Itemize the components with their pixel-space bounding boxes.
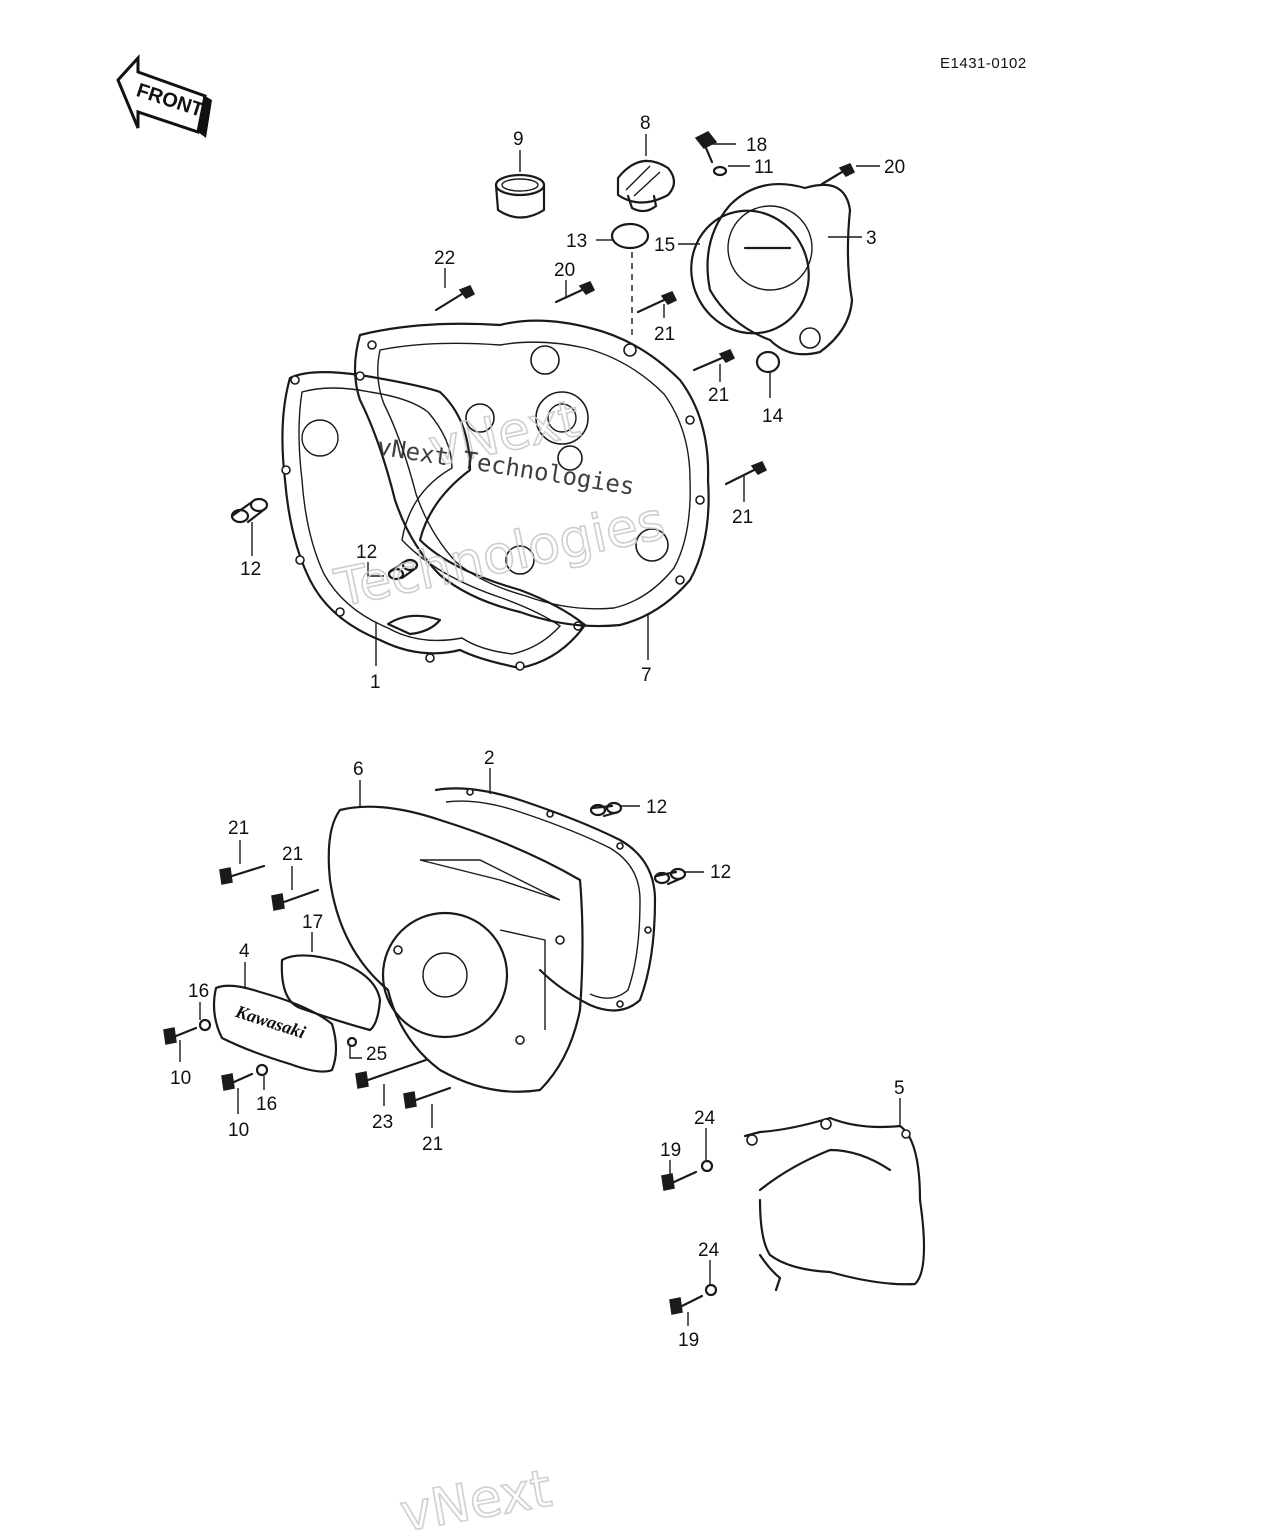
part-13-o-ring [610, 222, 650, 250]
callout-21: 21 [282, 844, 303, 865]
callout-18: 18 [746, 135, 767, 156]
callout-labels: 9 8 18 11 20 3 13 15 22 20 21 21 14 21 1… [170, 113, 905, 1351]
callout-20: 20 [554, 260, 575, 281]
callout-7: 7 [641, 665, 652, 686]
callout-21: 21 [732, 507, 753, 528]
part-12-dowel-a [230, 497, 269, 524]
callout-24: 24 [698, 1240, 720, 1261]
watermark-line2: Technologies [330, 491, 670, 619]
callout-15: 15 [654, 235, 675, 256]
callout-8: 8 [640, 113, 651, 134]
callout-19: 19 [660, 1140, 681, 1161]
part-10-screw-b [221, 1072, 254, 1091]
part-25-clip [346, 1036, 358, 1048]
part-5-guard [743, 1116, 926, 1292]
part-2-gasket [434, 787, 657, 1012]
callout-21: 21 [708, 385, 729, 406]
callout-3: 3 [866, 228, 877, 249]
part-16-washer-a [198, 1018, 212, 1032]
callout-25: 25 [366, 1044, 387, 1065]
diagram-code: E1431-0102 [940, 55, 1027, 72]
callout-9: 9 [513, 129, 524, 150]
leader-lines [179, 134, 901, 1326]
callout-4: 4 [239, 941, 250, 962]
callout-17: 17 [302, 912, 323, 933]
part-14-circlip [755, 350, 781, 374]
callout-16: 16 [188, 981, 209, 1002]
part-8-filler-plug [616, 159, 676, 213]
part-20-bolt-a [554, 281, 596, 304]
part-22-bolt [434, 285, 476, 312]
callout-23: 23 [372, 1112, 393, 1133]
part-21-bolt-b [692, 349, 736, 372]
callout-19: 19 [678, 1330, 699, 1351]
callout-21: 21 [654, 324, 675, 345]
callout-12: 12 [710, 862, 731, 883]
part-21-bolt-f [403, 1086, 452, 1109]
callout-14: 14 [762, 406, 784, 427]
callout-10: 10 [170, 1068, 191, 1089]
part-21-bolt-a [636, 291, 678, 314]
watermark-bottom: vNext [396, 1459, 556, 1536]
part-21-bolt-d [219, 864, 266, 885]
front-arrow-icon: FRONT [116, 54, 212, 138]
part-24-nut-b [704, 1283, 718, 1297]
callout-21: 21 [228, 818, 249, 839]
part-19-screw-b [669, 1294, 704, 1315]
callout-12: 12 [356, 542, 377, 563]
part-15-gasket [690, 209, 810, 335]
part-12-dowel-d [653, 867, 687, 886]
part-20-bolt-b [820, 163, 856, 186]
part-23-bolt [355, 1058, 428, 1089]
part-3-cover [706, 182, 854, 356]
callout-22: 22 [434, 248, 455, 269]
callout-24: 24 [694, 1108, 716, 1129]
callout-5: 5 [894, 1078, 905, 1099]
callout-11: 11 [754, 157, 774, 178]
callout-16: 16 [256, 1094, 277, 1115]
part-11-washer [712, 165, 728, 177]
callout-1: 1 [370, 672, 381, 693]
callout-13: 13 [566, 231, 587, 252]
part-4-emblem: Kawasaki [212, 984, 338, 1073]
part-24-nut-a [700, 1159, 714, 1173]
part-12-dowel-b [387, 558, 419, 581]
part-18-bolt [694, 131, 718, 164]
part-7-crankcase-cover [353, 319, 710, 628]
part-16-washer-b [255, 1063, 269, 1077]
part-6-cover [327, 805, 584, 1093]
callout-6: 6 [353, 759, 364, 780]
part-9-cap [494, 173, 546, 219]
watermark: vNext Technologies vNext Technologies vN… [329, 388, 671, 1536]
callout-12: 12 [240, 559, 261, 580]
callout-20: 20 [884, 157, 905, 178]
callout-2: 2 [484, 748, 495, 769]
callout-21: 21 [422, 1134, 443, 1155]
part-12-dowel-c [589, 801, 623, 818]
part-21-bolt-c [724, 461, 768, 486]
part-17-emblem-gasket [280, 954, 382, 1032]
part-21-bolt-e [271, 888, 320, 911]
part-19-screw-a [661, 1170, 698, 1191]
callout-12: 12 [646, 797, 667, 818]
callout-10: 10 [228, 1120, 249, 1141]
part-10-screw-a [163, 1026, 198, 1045]
